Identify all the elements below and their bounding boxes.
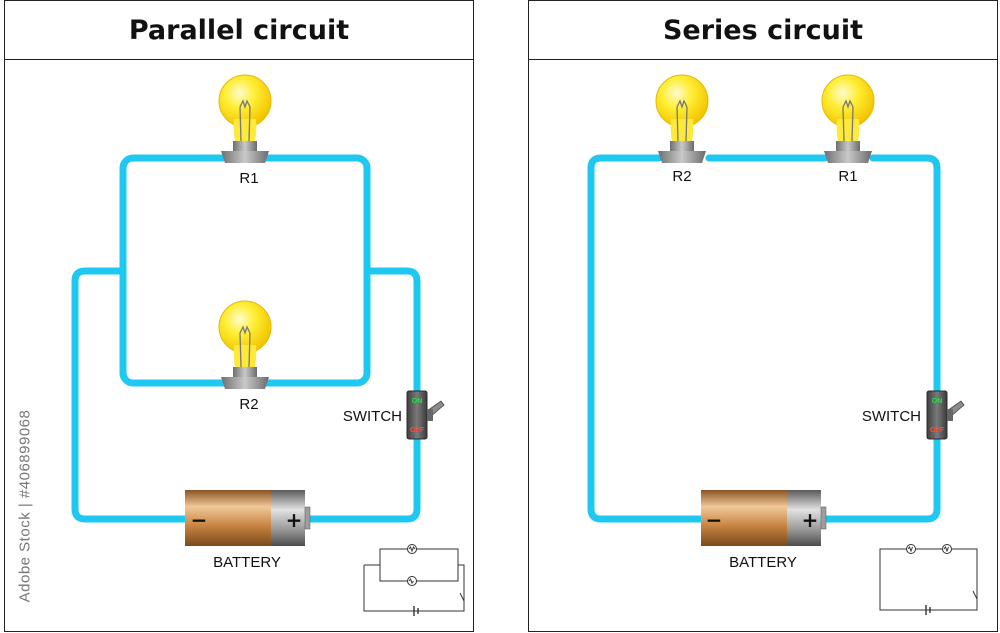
series-schematic bbox=[879, 544, 978, 615]
parallel-circuit-title: Parallel circuit bbox=[5, 1, 473, 60]
switch-label: SWITCH bbox=[343, 408, 402, 425]
parallel-circuit-diagram: R1 R2 ON OFF SWITCH − + BATTERY bbox=[71, 74, 465, 616]
bulb-r1-icon bbox=[218, 74, 272, 163]
switch-on-label: ON bbox=[932, 398, 943, 405]
switch-on-label: ON bbox=[412, 398, 423, 405]
switch-icon bbox=[926, 390, 965, 440]
switch-off-label: OFF bbox=[410, 427, 425, 434]
battery-icon bbox=[701, 490, 827, 546]
battery-plus: + bbox=[802, 508, 819, 532]
series-left-wire bbox=[587, 154, 707, 523]
switch-off-label: OFF bbox=[930, 427, 945, 434]
battery-label: BATTERY bbox=[729, 554, 797, 571]
bulb-r1-label: R1 bbox=[838, 168, 857, 185]
battery-minus: − bbox=[706, 508, 723, 532]
bulb-r2-icon bbox=[218, 300, 272, 389]
series-wires bbox=[587, 154, 941, 523]
series-circuit-diagram: R2 R1 ON OFF SWITCH − + BATTERY bbox=[587, 74, 978, 615]
parallel-schematic bbox=[363, 544, 465, 616]
switch-icon bbox=[406, 390, 445, 440]
battery-plus: + bbox=[286, 508, 303, 532]
switch-label: SWITCH bbox=[862, 408, 921, 425]
battery-label: BATTERY bbox=[213, 554, 281, 571]
parallel-right-lower-wire bbox=[305, 435, 421, 523]
series-circuit-panel: Series circuit R2 R1 bbox=[528, 0, 998, 632]
bulb-r1-label: R1 bbox=[239, 170, 258, 187]
battery-minus: − bbox=[191, 508, 208, 532]
bulb-r1-icon bbox=[821, 74, 875, 163]
bulb-r2-label: R2 bbox=[672, 168, 691, 185]
parallel-circuit-panel: Parallel circuit R1 R2 bbox=[4, 0, 474, 632]
battery-icon bbox=[185, 490, 311, 546]
series-right-upper-wire bbox=[869, 154, 941, 397]
bulb-r2-label: R2 bbox=[239, 396, 258, 413]
series-right-lower-wire bbox=[821, 435, 941, 523]
parallel-left-wire bbox=[71, 267, 193, 523]
parallel-right-upper-wire bbox=[363, 267, 421, 397]
series-circuit-title: Series circuit bbox=[529, 1, 997, 60]
watermark: Adobe Stock | #406899068 bbox=[16, 409, 34, 603]
bulb-r2-icon bbox=[655, 74, 709, 163]
